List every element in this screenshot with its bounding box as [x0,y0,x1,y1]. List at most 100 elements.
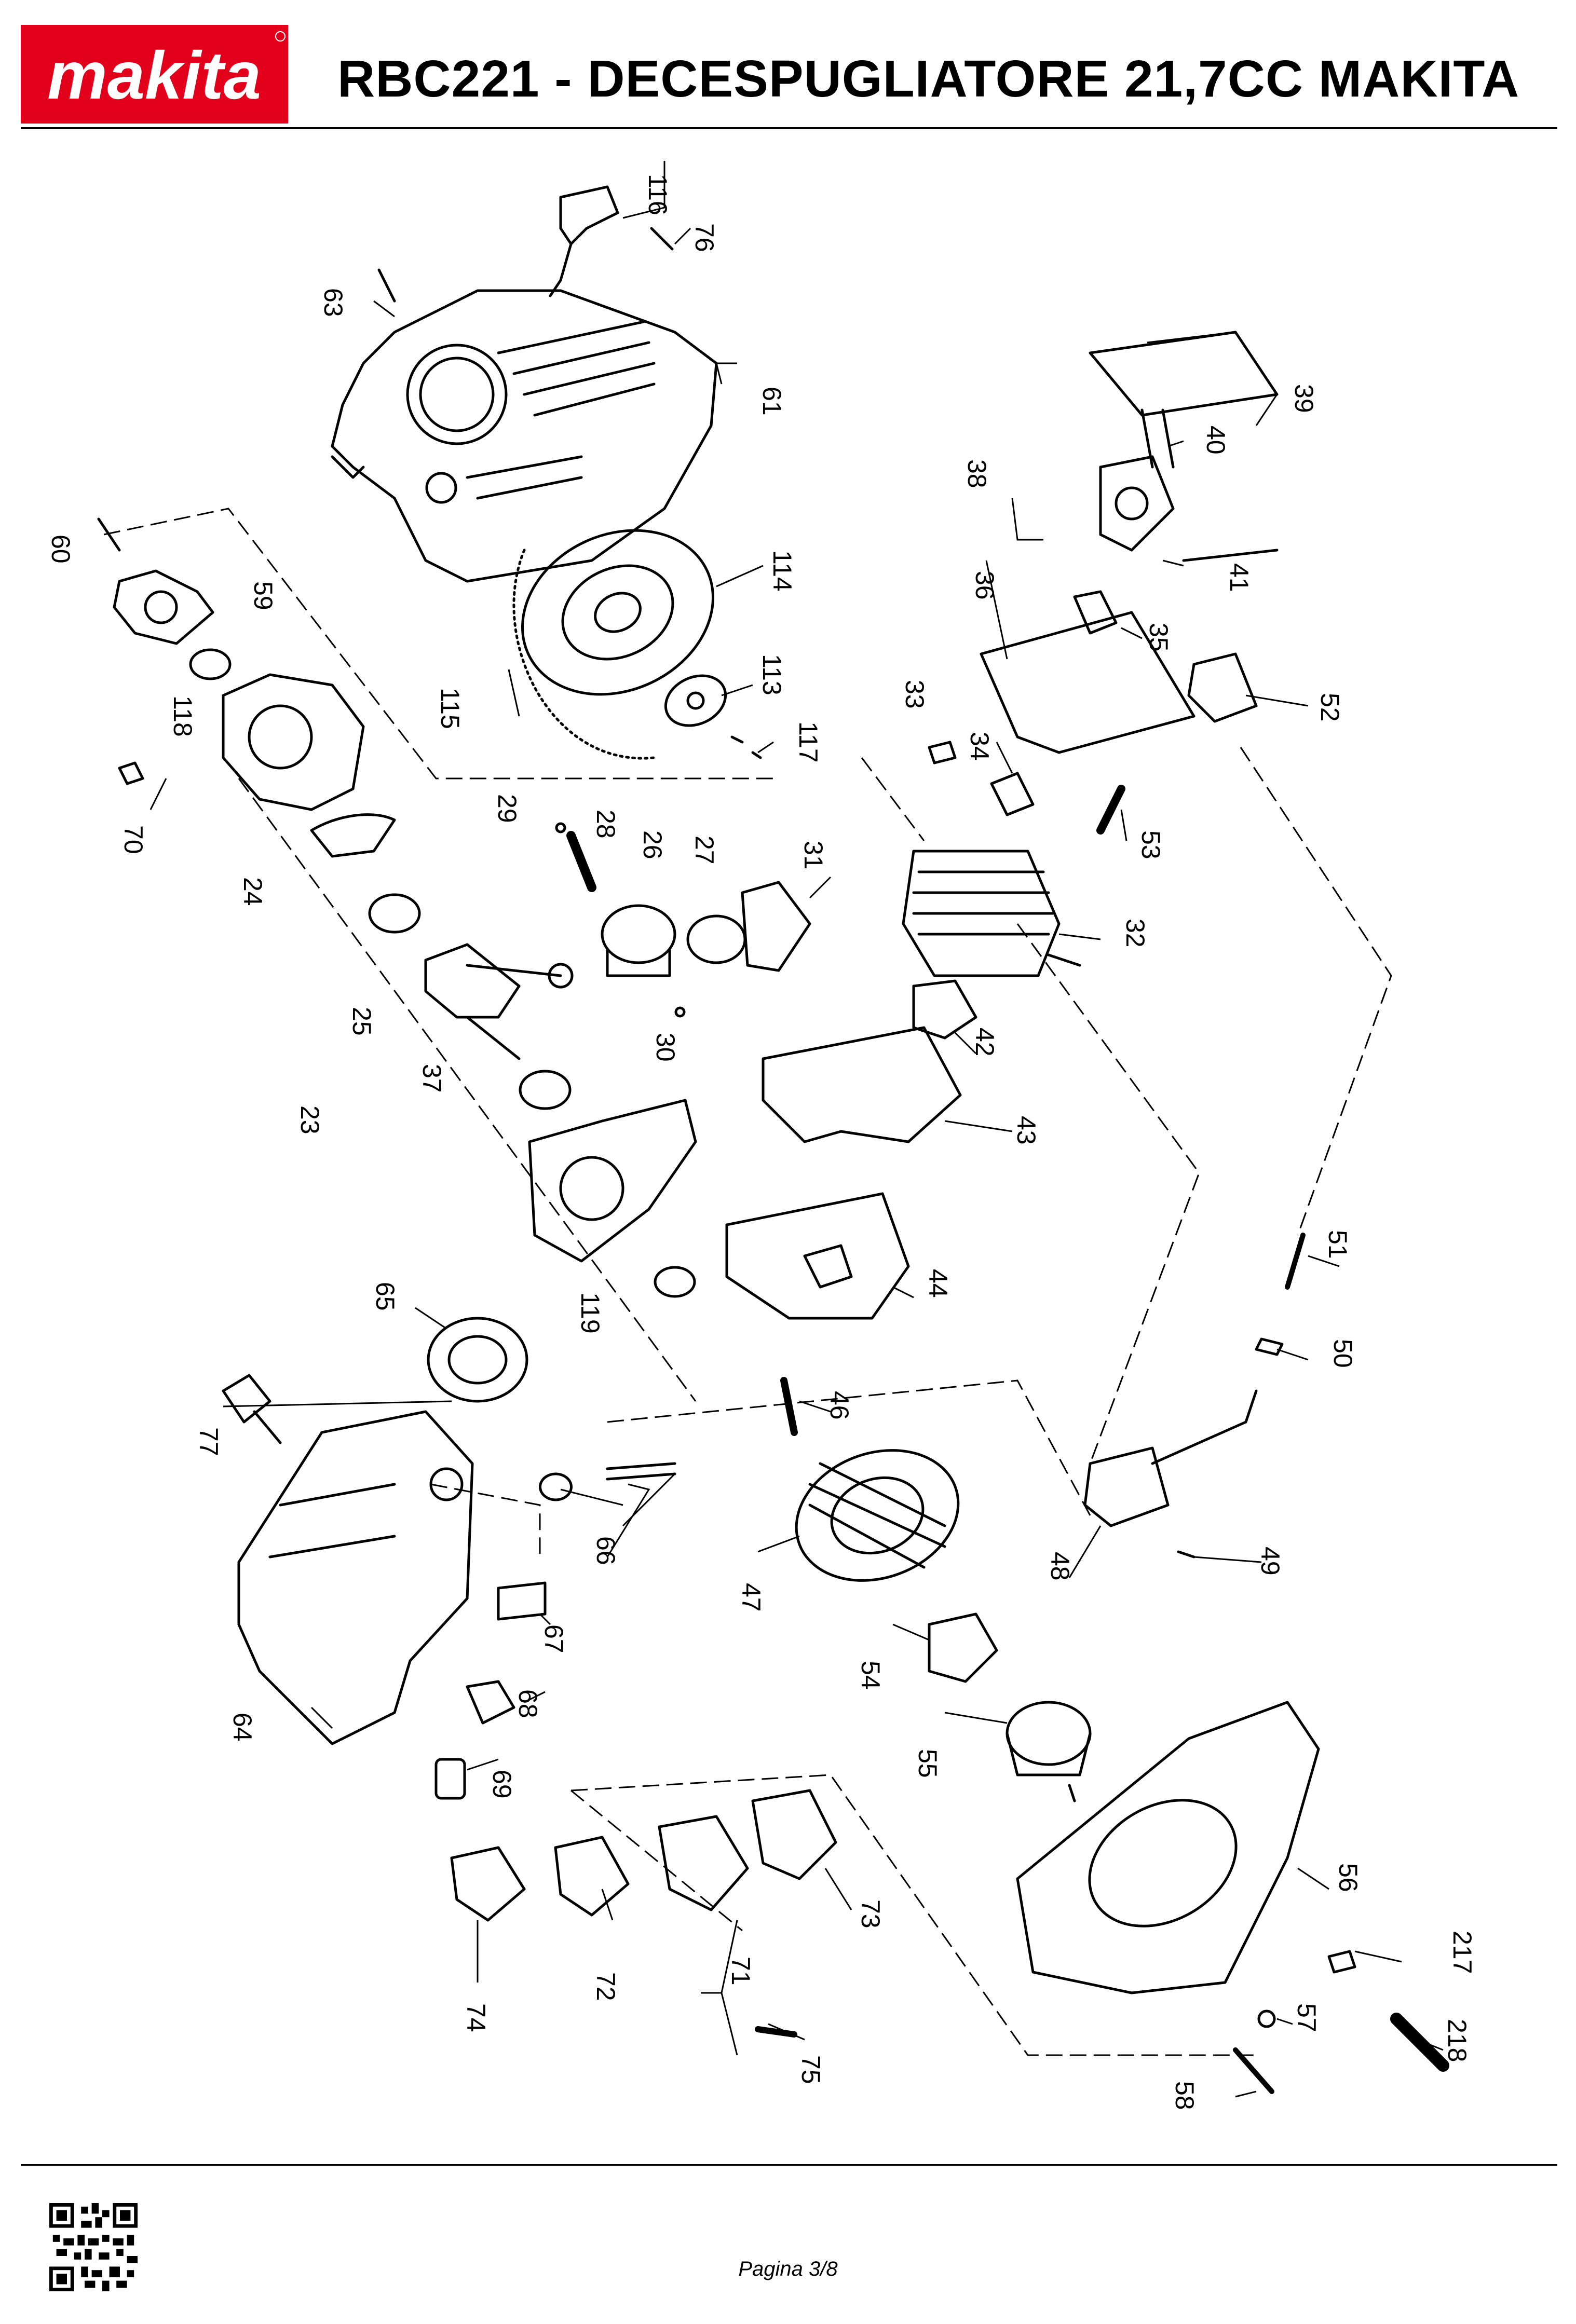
part-52-boot [1187,652,1258,723]
label-55: 55 [913,1749,942,1778]
label-75: 75 [796,2055,825,2084]
part-71-clamp [658,1815,749,1911]
label-69: 69 [487,1770,517,1799]
part-113-pulley [664,674,727,727]
part-31-cylinder-gasket [741,881,811,972]
assembly-dashed-lines [103,508,1392,2056]
part-55-clutch-drum [1006,1701,1092,1802]
part-73-clamp [751,1789,837,1880]
part-number-labels: 116 76 63 61 39 40 38 60 59 114 41 36 35… [46,174,1477,2110]
part-30-clip [674,1006,686,1018]
part-48-ignition-module [1083,1389,1258,1527]
label-23: 23 [295,1105,324,1134]
page-number: Pagina 3/8 [738,2258,838,2280]
label-53: 53 [1136,830,1165,859]
label-70: 70 [119,825,148,854]
label-66: 66 [591,1536,620,1565]
part-42-gasket [912,979,977,1040]
label-51: 51 [1323,1230,1352,1259]
label-24: 24 [238,877,267,906]
label-57: 57 [1292,2003,1321,2032]
label-68: 68 [513,1689,542,1718]
leader-lines [150,161,1444,2098]
part-36-shroud [980,611,1195,754]
label-42: 42 [970,1028,999,1057]
label-113: 113 [757,654,786,695]
part-72-clamp [554,1836,630,1917]
label-56: 56 [1334,1863,1363,1892]
makita-logo: makita [21,25,288,124]
label-114: 114 [768,550,797,592]
part-37-bearing [519,1070,572,1110]
part-46-bolt [780,1377,798,1436]
label-36: 36 [970,571,999,600]
page-title: RBC221 - DECESPUGLIATORE 21,7CC MAKITA [337,50,1520,108]
part-39-filter-plate [1089,331,1279,417]
label-26: 26 [638,830,667,859]
label-67: 67 [539,1624,568,1653]
label-28: 28 [591,810,620,839]
part-24-gasket [310,813,396,858]
label-33: 33 [900,680,929,709]
part-29-clip [555,822,566,833]
part-26-piston [601,904,676,977]
label-65: 65 [371,1282,400,1311]
label-48: 48 [1045,1552,1075,1581]
part-crankcase-half-lower [528,1099,697,1263]
label-44: 44 [923,1269,953,1298]
label-25: 25 [347,1007,376,1036]
part-69-clip [434,1758,466,1800]
part-116-starter-handle [549,185,619,297]
label-119: 119 [576,1292,605,1334]
label-43: 43 [1012,1116,1041,1145]
part-28-piston-pin [566,831,596,892]
part-117-screws [730,735,762,759]
part-59-mount [113,569,214,645]
part-118-seal [189,648,232,680]
label-38: 38 [962,459,991,488]
label-118: 118 [168,695,197,737]
part-43-heat-shield [762,1026,962,1143]
part-63-bolt [377,268,396,303]
part-33-screw [928,741,957,764]
label-34: 34 [965,732,994,761]
label-116: 116 [643,174,672,215]
label-30: 30 [651,1033,680,1062]
label-49: 49 [1256,1547,1285,1576]
label-47: 47 [737,1583,766,1612]
part-67-filter [497,1581,547,1621]
part-64-fuel-tank [237,1410,474,1745]
label-217: 217 [1448,1931,1477,1974]
part-49-screw [1177,1550,1195,1559]
label-39: 39 [1289,384,1319,413]
label-72: 72 [591,1972,620,2001]
part-bearing [368,893,421,934]
label-218: 218 [1443,2019,1472,2062]
part-75-bolt [755,2026,797,2038]
part-54-clutch [928,1612,998,1683]
part-70-nut [118,761,144,785]
qr-code [49,2203,138,2291]
part-77-primer [222,1374,282,1444]
part-51-link [1285,1233,1306,1290]
label-71: 71 [726,1957,755,1986]
label-60: 60 [46,535,75,564]
label-37: 37 [417,1064,446,1093]
label-117: 117 [794,721,823,763]
label-27: 27 [690,836,719,865]
part-60-screw [97,517,121,552]
part-50-washer [1255,1337,1284,1356]
part-57-washer [1257,2009,1276,2028]
part-74-clamp [450,1846,526,1922]
label-52: 52 [1315,693,1344,722]
part-44-muffler [725,1192,910,1320]
part-76-bolt [650,227,674,251]
part-27-piston-ring [686,914,746,964]
page-header: makita RBC221 - DECESPUGLIATORE 21,7CC M… [0,0,1576,130]
label-115: 115 [436,688,465,729]
label-76: 76 [690,223,719,252]
label-46: 46 [825,1391,854,1420]
part-25-crankshaft [424,943,574,1060]
label-54: 54 [856,1661,885,1690]
part-47-flywheel [795,1449,960,1582]
